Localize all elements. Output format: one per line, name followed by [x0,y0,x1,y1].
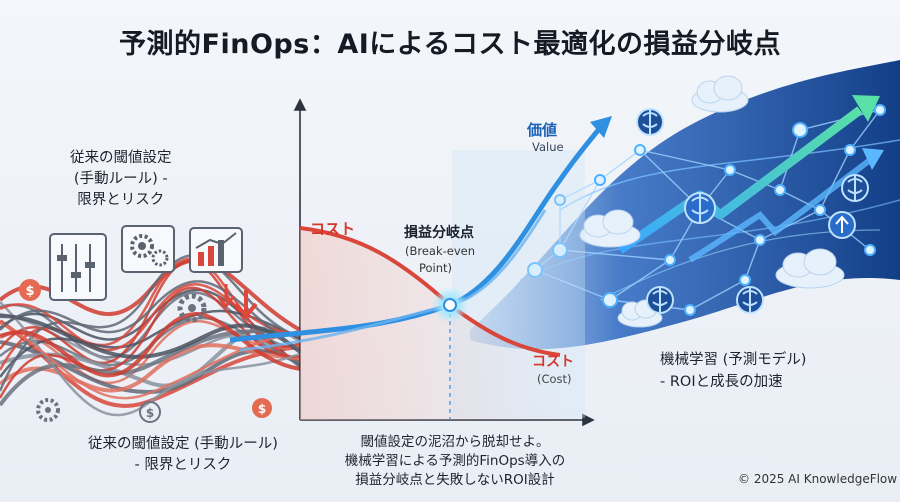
label-line: 従来の閾値設定 [70,150,172,166]
network-links [534,109,881,311]
breakeven-label-en-line2: Point) [419,261,453,275]
network-node [724,164,736,176]
brain-icon [841,174,869,202]
breakeven-point [443,298,457,312]
network-node [864,244,876,256]
network-node [874,104,886,116]
brain-icon [684,192,716,224]
network-node [792,122,808,138]
traditional-threshold-label: 従来の閾値設定 (手動ルール) - 限界とリスク [70,148,172,211]
cost-label-bottom-jp: コスト [532,354,574,370]
svg-text:$: $ [146,406,154,420]
svg-text:$: $ [25,284,34,299]
tangle-line [0,329,301,407]
svg-text:$: $ [258,402,266,416]
network-node [739,274,751,286]
brain-icon [736,286,764,314]
network-node [754,234,766,246]
dollar-coin-icon: $ [252,398,272,418]
sliders-icon [49,233,107,301]
breakeven-label-jp: 損益分岐点 [404,225,474,241]
dollar-coin-icon: $ [19,279,41,301]
network-link [599,149,641,181]
cost-area [300,228,560,420]
brain-icon [636,108,664,136]
network-link [559,179,601,201]
cloud-icons [579,75,845,328]
value-arrowhead [590,116,612,138]
up-arrow-icon [828,211,856,239]
network-link [689,279,746,311]
network-link [729,169,781,191]
cloud-icon [691,75,749,113]
tangle-line [0,314,302,359]
network-link [744,239,761,281]
cost-label-bottom-en: (Cost) [537,372,572,386]
network-link [559,179,601,251]
network-node [664,254,676,266]
network-link [559,249,671,261]
brain-icons [636,108,869,314]
network-node [774,184,786,196]
network-node [634,144,646,156]
caption-line: 機械学習による予測的FinOps導入の [344,453,566,469]
network-node [554,194,566,206]
traditional-threshold-caption: 従来の閾値設定 (手動ルール) - 限界とリスク [88,434,278,476]
value-label-jp: 価値 [527,121,558,139]
copyright: © 2025 AI KnowledgeFlow [738,472,898,486]
gears-icon [121,225,175,273]
network-node [684,304,696,316]
cloud-icon [579,209,641,248]
label-line: 従来の閾値設定 (手動ルール) [88,436,278,452]
network-link [759,209,821,241]
dollar-coin-icon: $ [139,401,161,423]
machine-learning-label: 機械学習 (予測モデル) - ROIと成長の加速 [660,349,806,393]
network-node [594,174,606,186]
network-node [844,144,856,156]
network-node [814,204,826,216]
center-caption: 閾値設定の泥沼から脱却せよ。 機械学習による予測的FinOps導入の 損益分岐点… [330,433,580,490]
page-title: 予測的FinOps：AIによるコスト最適化の損益分岐点 [119,29,781,60]
network-node [602,292,618,308]
cloud-icon [775,248,845,289]
network-link [534,269,611,301]
gear-icon [177,293,207,323]
caption-line: 損益分岐点と失敗しないROI設計 [355,472,555,488]
breakeven-label-en-line1: (Break-even [405,244,476,258]
value-label-en: Value [532,140,564,154]
label-line: - 限界とリスク [134,457,232,473]
label-line: 限界とリスク [77,192,165,208]
cost-label-top: コスト [310,220,356,238]
network-link [639,149,731,171]
network-node [552,242,568,258]
network-link [609,259,671,301]
network-node [527,262,543,278]
label-line: - ROIと成長の加速 [660,374,783,390]
gear-icon [36,398,60,422]
label-line: 機械学習 (予測モデル) [660,352,807,368]
label-line: (手動ルール) - [73,171,168,187]
caption-line: 閾値設定の泥沼から脱却せよ。 [360,434,550,450]
bar-chart-icon [189,227,243,273]
down-arrow-icon [216,284,258,320]
network-link [819,149,851,211]
brain-icon [646,286,674,314]
tangle-line [0,311,301,378]
value-curve [229,126,602,343]
network-link [849,109,881,151]
